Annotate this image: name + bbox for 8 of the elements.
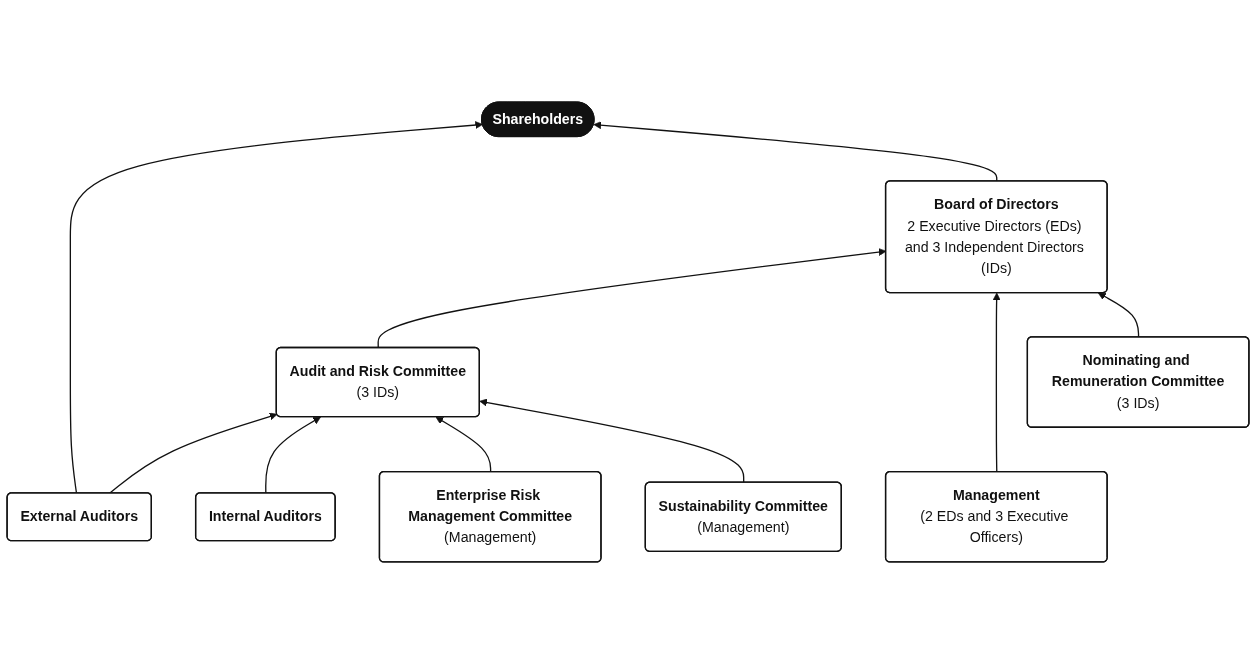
arrow bbox=[479, 398, 745, 484]
arrow bbox=[108, 412, 278, 494]
arrow bbox=[69, 121, 483, 494]
arrow bbox=[992, 292, 1001, 473]
arrow bbox=[1097, 292, 1140, 338]
arrow bbox=[435, 416, 492, 473]
arrow bbox=[265, 416, 321, 494]
arrow bbox=[593, 121, 998, 182]
